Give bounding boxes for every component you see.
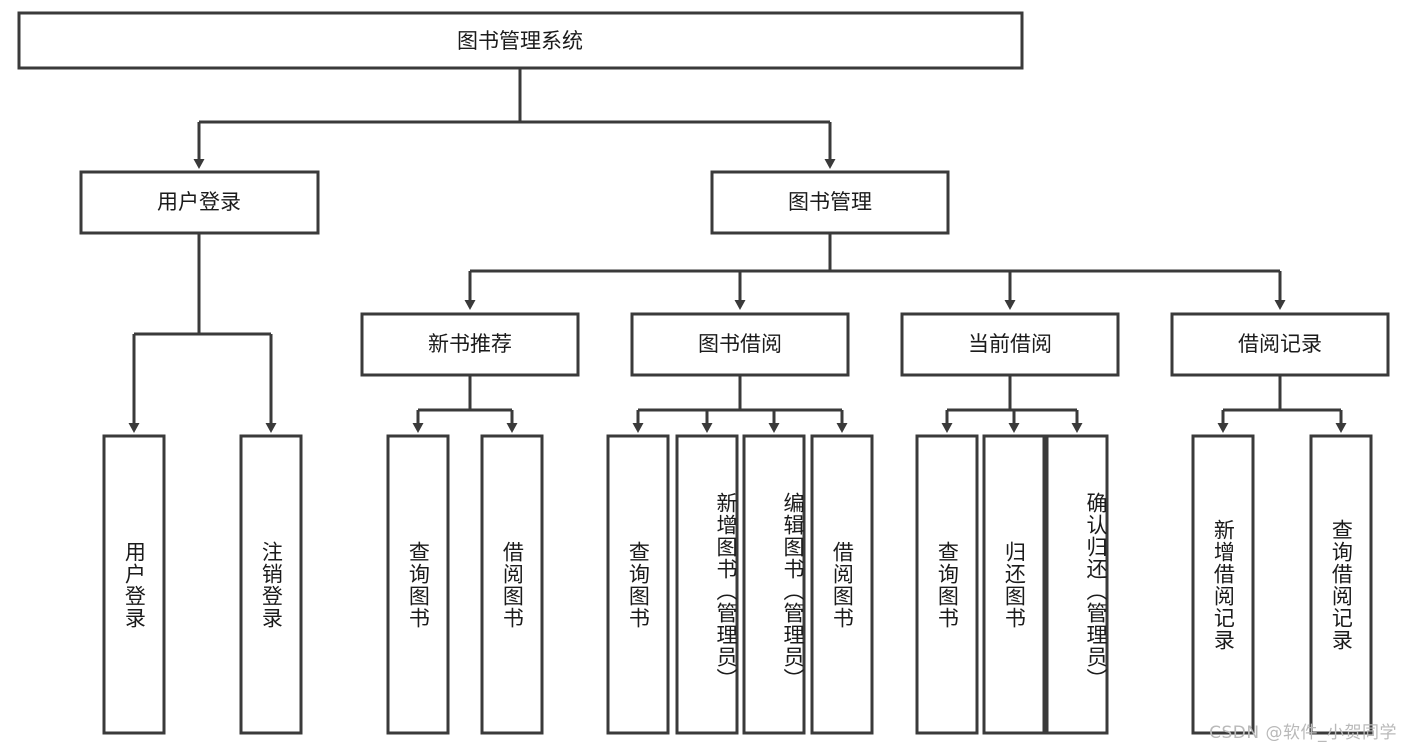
- node-book-borrow-label: 图书借阅: [698, 332, 782, 356]
- node-new-book-recommend-box[interactable]: [360, 312, 580, 377]
- leaf-box-user-login[interactable]: [102, 434, 166, 735]
- leaf-box-borrow-book-1[interactable]: [480, 434, 544, 735]
- node-book-management[interactable]: 图书管理: [710, 170, 950, 235]
- edges-layer: [128, 68, 1347, 433]
- leaf-box-borrow-book-2[interactable]: [810, 434, 874, 735]
- watermark-text: CSDN @软件_小贺同学: [1209, 723, 1397, 743]
- node-book-management-label: 图书管理: [788, 190, 872, 214]
- node-book-borrow[interactable]: 图书借阅: [630, 312, 850, 377]
- leaf-boxes-layer: [102, 434, 1373, 735]
- node-user-login[interactable]: 用户登录: [79, 170, 320, 235]
- leaf-box-confirm-return[interactable]: [1045, 434, 1109, 735]
- node-book-borrow-box[interactable]: [630, 312, 850, 377]
- node-user-login-label: 用户登录: [157, 190, 241, 214]
- leaf-box-query-book-3[interactable]: [915, 434, 979, 735]
- leaf-box-add-borrow-record[interactable]: [1191, 434, 1255, 735]
- leaf-box-query-book-2[interactable]: [606, 434, 670, 735]
- node-borrow-record-label: 借阅记录: [1238, 332, 1322, 356]
- node-borrow-record[interactable]: 借阅记录: [1170, 312, 1390, 377]
- node-new-book-recommend[interactable]: 新书推荐: [360, 312, 580, 377]
- node-current-borrow[interactable]: 当前借阅: [900, 312, 1120, 377]
- leaf-box-add-book-admin[interactable]: [675, 434, 739, 735]
- node-root-label: 图书管理系统: [457, 29, 583, 53]
- leaf-box-edit-book-admin[interactable]: [742, 434, 806, 735]
- leaf-box-query-borrow-record[interactable]: [1309, 434, 1373, 735]
- node-current-borrow-box[interactable]: [900, 312, 1120, 377]
- node-root-box[interactable]: [17, 11, 1024, 70]
- node-user-login-box[interactable]: [79, 170, 320, 235]
- node-book-management-box[interactable]: [710, 170, 950, 235]
- node-borrow-record-box[interactable]: [1170, 312, 1390, 377]
- leaf-box-logout-login[interactable]: [239, 434, 303, 735]
- node-current-borrow-label: 当前借阅: [968, 332, 1052, 356]
- leaf-box-query-book-1[interactable]: [386, 434, 450, 735]
- node-root[interactable]: 图书管理系统: [17, 11, 1024, 70]
- leaf-box-return-book[interactable]: [982, 434, 1046, 735]
- node-new-book-recommend-label: 新书推荐: [428, 332, 512, 356]
